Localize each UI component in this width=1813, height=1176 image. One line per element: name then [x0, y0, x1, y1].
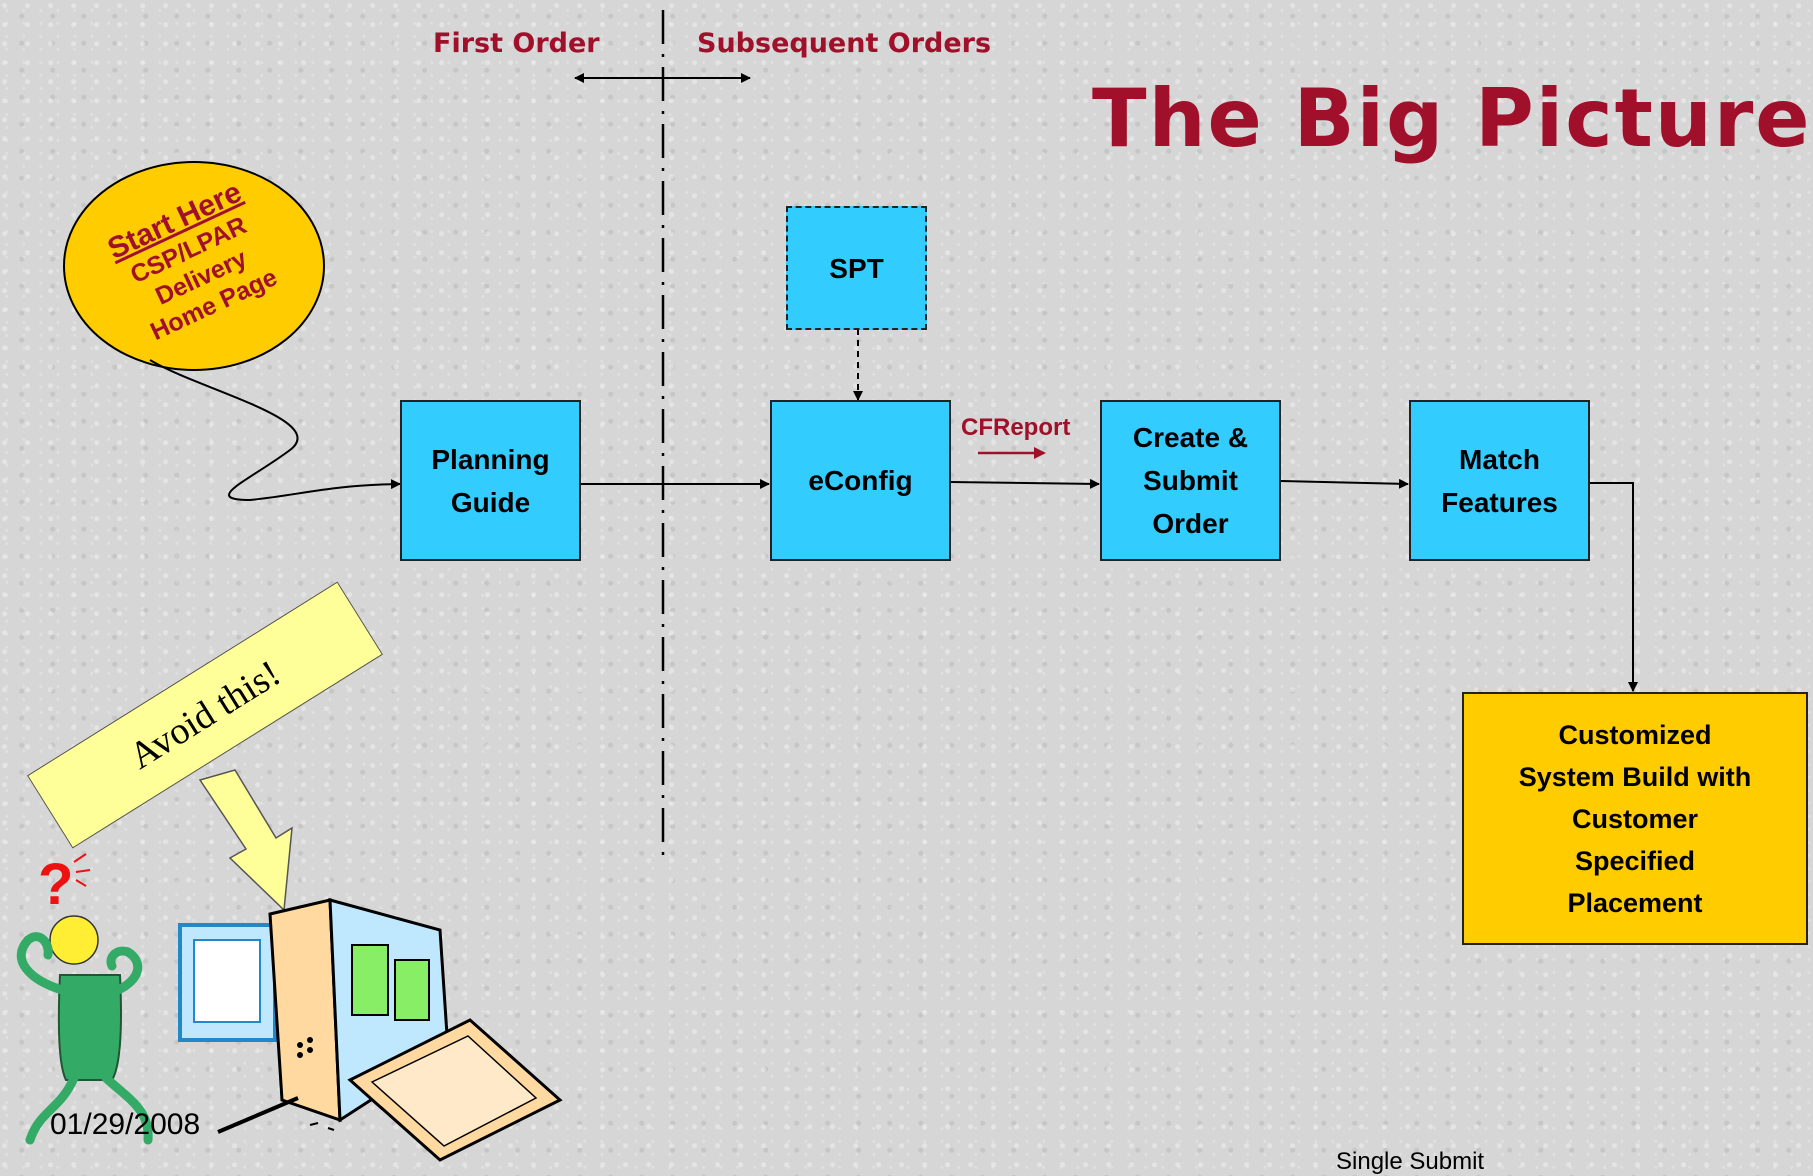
create-submit-order-label: Create & Submit Order [1132, 422, 1249, 539]
planning-guide-label: Planning Guide [431, 443, 550, 518]
planning-guide-box[interactable]: Planning Guide [400, 400, 581, 561]
note-down-arrow [198, 769, 293, 912]
start-badge[interactable] [63, 161, 325, 371]
customized-build-label: Customized System Build with Customer Sp… [1518, 719, 1752, 918]
slide-footer: Single Submit [1336, 1148, 1485, 1175]
computer-icon [178, 898, 563, 1162]
start-connector [149, 359, 401, 502]
match-features-box[interactable]: Match Features [1409, 400, 1590, 561]
subsequent-orders-label: Subsequent Orders [697, 28, 992, 59]
svg-text:?: ? [38, 852, 73, 917]
confused-person-icon: ? [16, 852, 153, 1145]
edge-create-match [1280, 478, 1409, 489]
page-title: The Big Picture [1092, 72, 1812, 165]
edge-econfig-create [949, 478, 1100, 489]
edge-match-build [1590, 482, 1638, 692]
spt-label: SPT [829, 252, 884, 284]
first-order-label: First Order [433, 28, 600, 59]
cfreport-label: CFReport [961, 414, 1071, 441]
econfig-box[interactable]: eConfig [770, 400, 951, 561]
slide-date: 01/29/2008 [50, 1108, 201, 1141]
match-features-label: Match Features [1441, 443, 1558, 518]
spt-box[interactable]: SPT [786, 206, 927, 330]
econfig-label: eConfig [808, 465, 913, 496]
customized-build-box[interactable]: Customized System Build with Customer Sp… [1462, 692, 1808, 945]
create-submit-order-box[interactable]: Create & Submit Order [1100, 400, 1281, 561]
